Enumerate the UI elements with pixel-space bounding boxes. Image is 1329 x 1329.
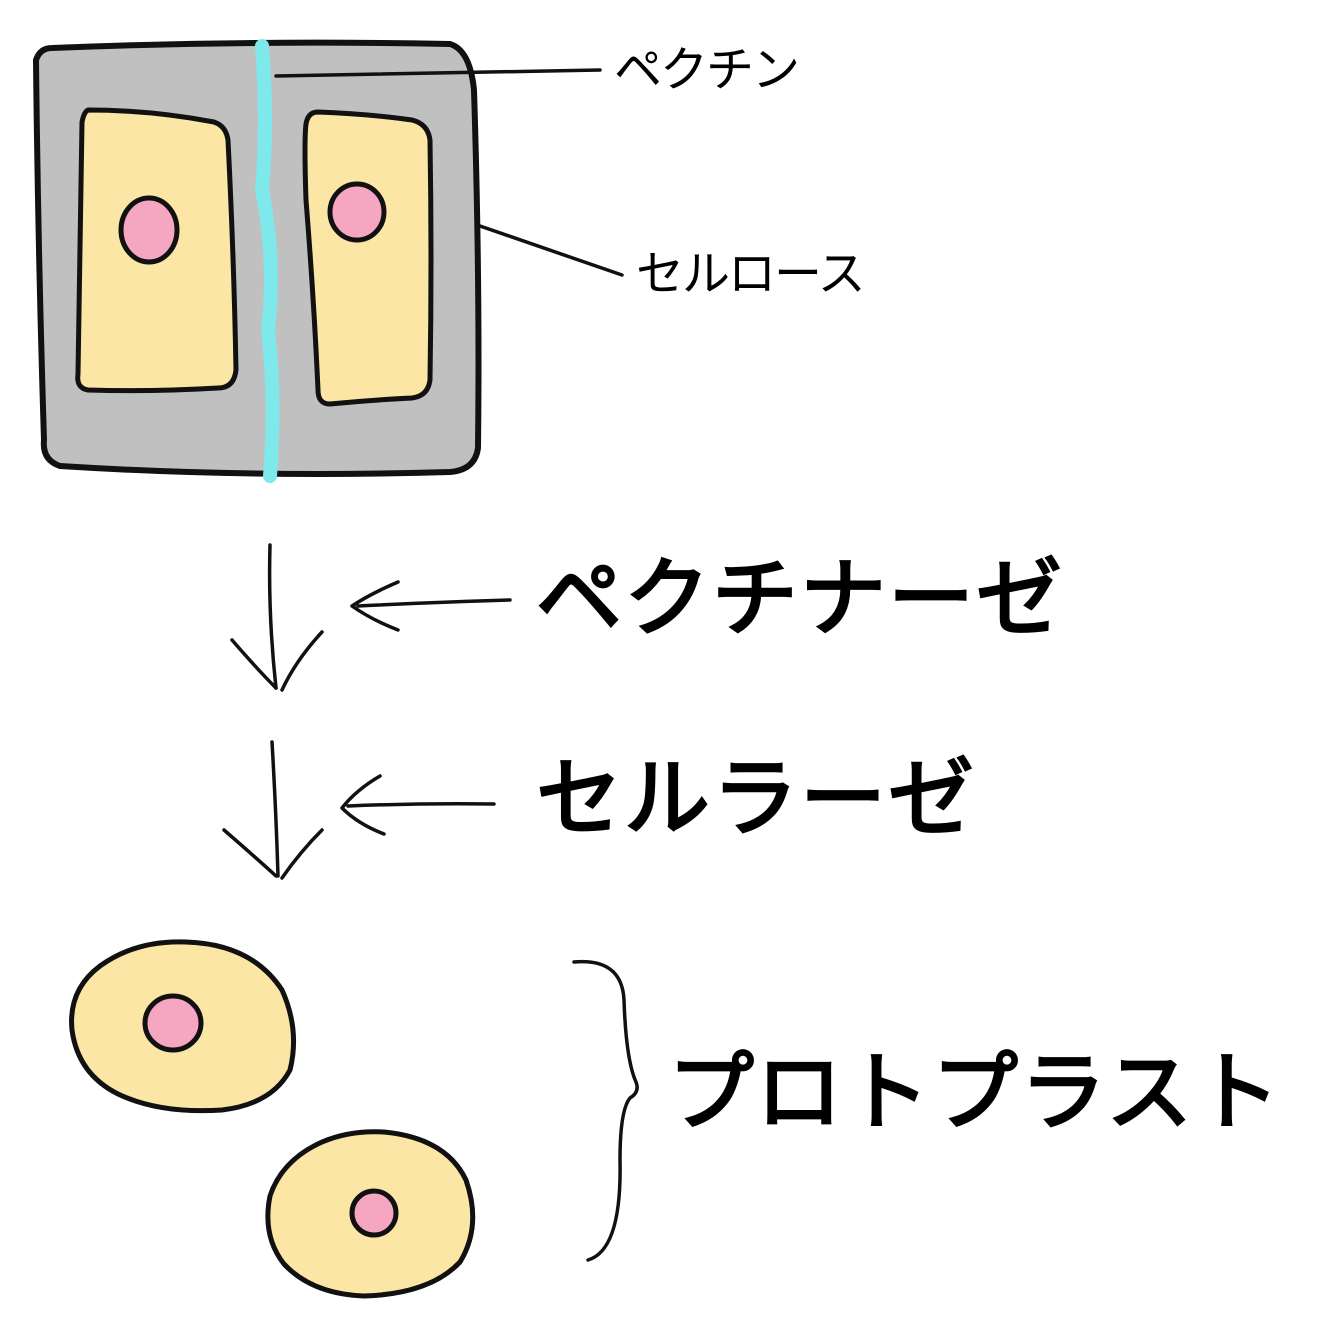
protoplast-2 — [265, 1129, 476, 1299]
right-cell-cytoplasm — [302, 109, 434, 407]
protoplast-2-nucleus — [349, 1188, 399, 1238]
cellulose-leader-line — [478, 224, 624, 277]
middle-lamella — [254, 39, 280, 483]
pectin-leader-line — [274, 68, 602, 78]
process-arrow-2 — [222, 740, 324, 880]
protoplast-1 — [69, 939, 297, 1114]
plant-cell-pair — [33, 39, 482, 483]
pectinase-label: ペクチナーゼ — [536, 549, 1064, 649]
pectin-label: ペクチン — [614, 42, 800, 98]
protoplast-label: プロトプラスト — [668, 1043, 1283, 1143]
cellulase-label: セルラーゼ — [536, 749, 976, 849]
protoplast-brace — [572, 959, 639, 1262]
protoplast-1-nucleus — [142, 993, 204, 1053]
pectinase-pointer-arrow — [350, 580, 512, 632]
left-cell-nucleus — [118, 195, 180, 265]
right-cell-nucleus — [327, 181, 387, 243]
process-arrow-1 — [230, 543, 324, 692]
cellulase-pointer-arrow — [340, 774, 496, 836]
cellulose-label: セルロース — [636, 246, 866, 302]
